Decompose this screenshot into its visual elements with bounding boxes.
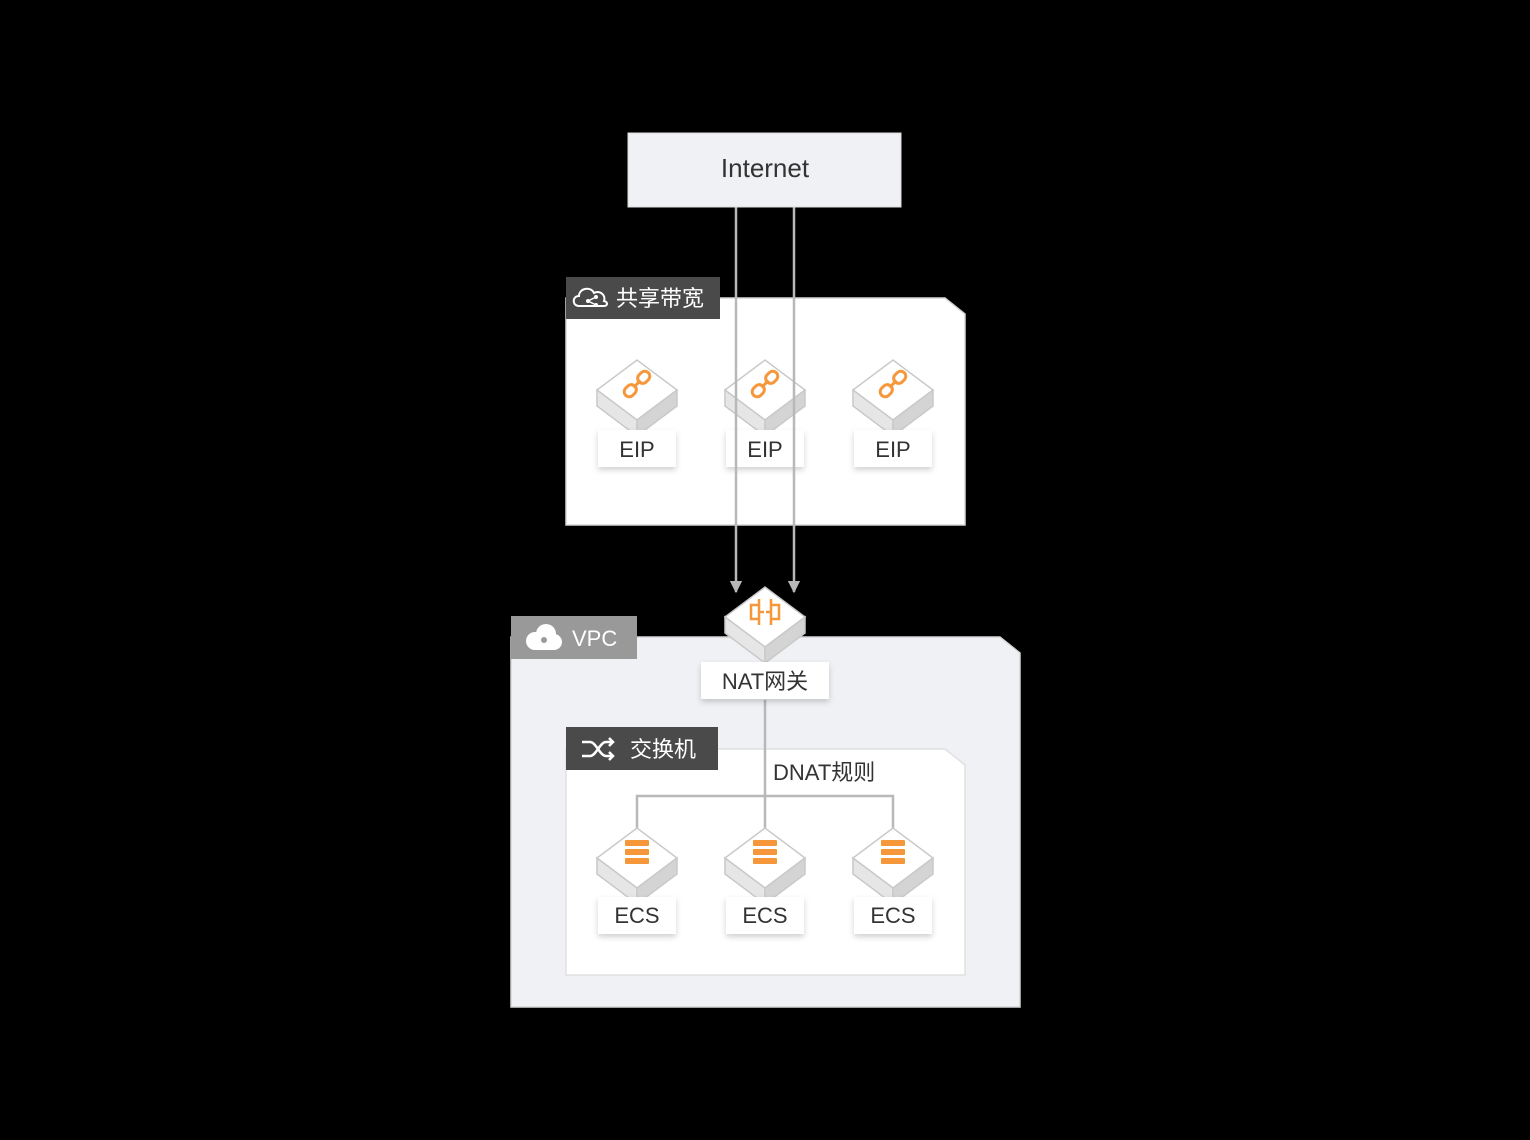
ecs-label: ECS <box>870 903 915 928</box>
nat-gateway-icon <box>749 599 781 625</box>
eip-node[interactable]: EIP <box>852 359 934 467</box>
eip-label: EIP <box>747 437 782 462</box>
server-icon <box>881 840 905 864</box>
vpc-title: VPC <box>572 626 617 651</box>
vswitch-header: 交换机 <box>566 727 718 770</box>
server-icon <box>753 840 777 864</box>
eip-label: EIP <box>875 437 910 462</box>
dnat-links <box>635 700 895 828</box>
nat-gateway-label: NAT网关 <box>722 669 808 694</box>
dnat-rule-label: DNAT规则 <box>773 760 875 785</box>
internet-to-nat-links <box>729 207 801 594</box>
cloud-share-icon <box>572 287 608 307</box>
internet-label: Internet <box>721 153 810 183</box>
vpc-header: VPC <box>511 616 637 659</box>
ecs-node[interactable]: ECS <box>852 827 934 934</box>
ecs-label: ECS <box>742 903 787 928</box>
vswitch-title: 交换机 <box>630 737 696 762</box>
shared-bandwidth-title: 共享带宽 <box>616 286 704 311</box>
eip-node[interactable]: EIP <box>724 359 806 467</box>
internet-node[interactable]: Internet <box>627 132 902 208</box>
eip-label: EIP <box>619 437 654 462</box>
shuffle-icon <box>582 737 615 761</box>
cloud-icon <box>526 624 562 650</box>
shared-bandwidth-header: 共享带宽 <box>566 277 720 319</box>
ecs-label: ECS <box>614 903 659 928</box>
ecs-node[interactable]: ECS <box>724 827 806 934</box>
ecs-node[interactable]: ECS <box>596 827 678 934</box>
eip-node[interactable]: EIP <box>596 359 678 467</box>
nat-gateway-node[interactable]: NAT网关 <box>701 586 829 699</box>
server-icon <box>625 840 649 864</box>
